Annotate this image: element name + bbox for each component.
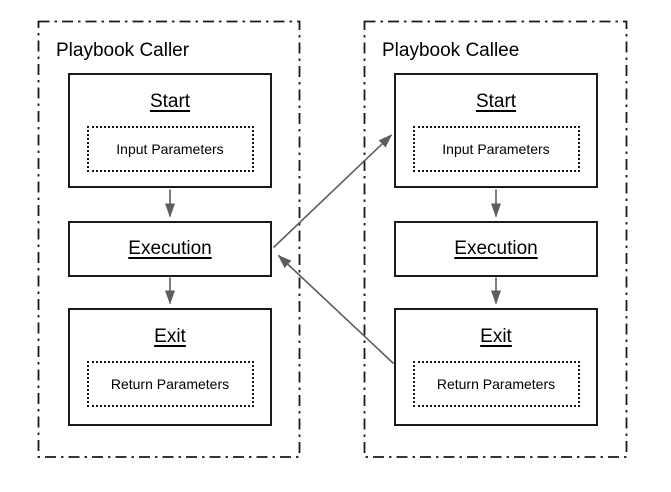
caller-container-border xyxy=(37,20,301,458)
callee-execution-node: Execution xyxy=(394,221,598,277)
caller-execution-title: Execution xyxy=(128,238,212,259)
callee-execution-title: Execution xyxy=(454,238,538,259)
caller-input-parameters-label: Input Parameters xyxy=(116,140,224,157)
callee-input-parameters-label: Input Parameters xyxy=(442,140,550,157)
caller-start-node: Start Input Parameters xyxy=(68,73,272,188)
caller-return-parameters-box: Return Parameters xyxy=(86,361,254,407)
caller-title: Playbook Caller xyxy=(56,40,190,61)
caller-return-parameters-label: Return Parameters xyxy=(110,375,230,392)
callee-container-border xyxy=(363,20,628,458)
callee-container: Playbook Callee Start Input Parameters E… xyxy=(364,21,627,457)
callee-start-node: Start Input Parameters xyxy=(394,73,598,188)
caller-start-title: Start xyxy=(149,91,191,112)
callee-title: Playbook Callee xyxy=(382,40,520,61)
caller-execution-node: Execution xyxy=(68,221,272,277)
arrow-caller-execution-to-callee-start xyxy=(272,134,393,249)
callee-return-parameters-box: Return Parameters xyxy=(412,361,580,407)
caller-input-parameters-box: Input Parameters xyxy=(86,126,254,172)
callee-exit-node: Exit Return Parameters xyxy=(394,308,598,426)
callee-return-parameters-label: Return Parameters xyxy=(436,375,556,392)
callee-start-title: Start xyxy=(475,91,517,112)
callee-input-parameters-box: Input Parameters xyxy=(412,126,580,172)
caller-container: Playbook Caller Start Input Parameters E… xyxy=(38,21,300,457)
caller-exit-node: Exit Return Parameters xyxy=(68,308,272,426)
caller-exit-title: Exit xyxy=(154,326,186,347)
callee-exit-title: Exit xyxy=(480,326,512,347)
arrow-callee-exit-to-caller-execution xyxy=(277,254,395,365)
